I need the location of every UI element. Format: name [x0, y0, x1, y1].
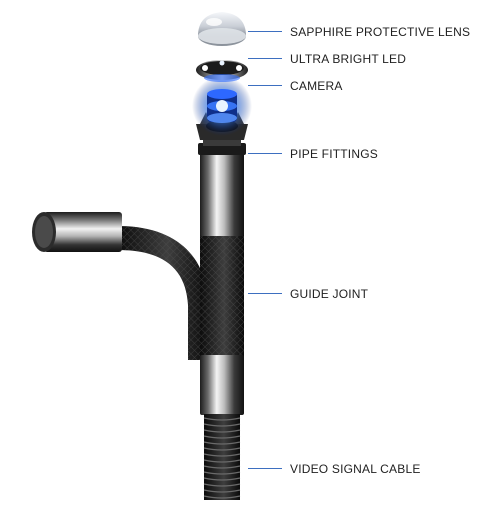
guide-joint-body [200, 228, 244, 358]
cable-spiral-ridge [203, 429, 241, 433]
callout-leader-line [248, 153, 282, 154]
cable-spiral-ridge [203, 441, 241, 445]
cable-spiral-ridge [203, 435, 241, 439]
callout-leader-line [248, 58, 282, 59]
callout-leader-line [248, 31, 282, 32]
cable-spiral-ridge [203, 489, 241, 493]
cable-spiral-ridge [203, 483, 241, 487]
callout-leader-line [248, 468, 282, 469]
cable-spiral-ridge [203, 417, 241, 421]
callout-label: GUIDE JOINT [290, 287, 369, 301]
cable-spiral-ridge [203, 459, 241, 463]
cable-spiral-ridge [203, 465, 241, 469]
sapphire-lens [198, 12, 246, 46]
side-cable-branch [32, 212, 208, 360]
cable-spiral-ridge [203, 447, 241, 451]
cable-spiral-ridge [203, 453, 241, 457]
callout-label: CAMERA [290, 79, 343, 93]
pipe-fittings-sleeve [198, 140, 246, 236]
cable-spiral-ridge [203, 471, 241, 475]
callout-leader-line [248, 293, 282, 294]
cable-spiral-ridge [203, 495, 241, 499]
cable-spiral-ridge [203, 477, 241, 481]
camera-module [192, 76, 252, 136]
video-signal-cable [203, 414, 241, 504]
led-ring [196, 60, 248, 82]
cable-spiral-ridge [203, 423, 241, 427]
lower-sleeve [200, 355, 244, 415]
callout-label: VIDEO SIGNAL CABLE [290, 462, 421, 476]
callout-leader-line [248, 85, 282, 86]
callout-label: ULTRA BRIGHT LED [290, 52, 407, 66]
callout-label: PIPE FITTINGS [290, 147, 378, 161]
callout-label: SAPPHIRE PROTECTIVE LENS [290, 25, 471, 39]
